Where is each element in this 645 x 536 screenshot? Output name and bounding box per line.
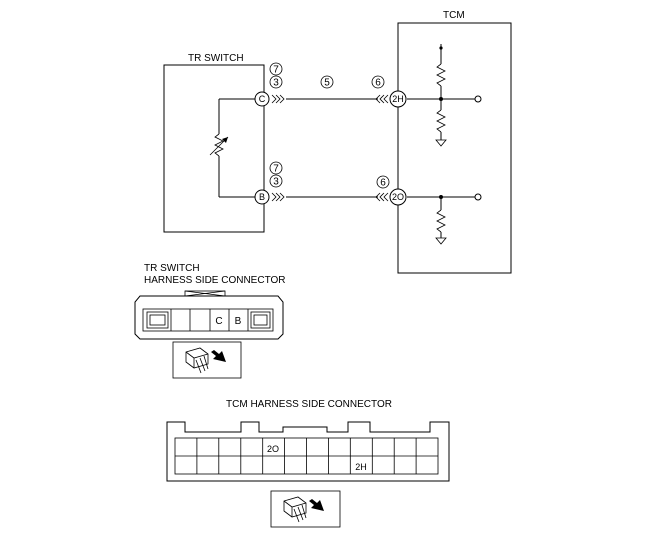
terminal-b: B bbox=[254, 189, 270, 205]
tr-switch-box bbox=[163, 64, 265, 233]
svg-text:6: 6 bbox=[380, 178, 386, 189]
connector-view-icon bbox=[270, 490, 341, 528]
svg-text:2O: 2O bbox=[392, 192, 404, 202]
tr-connector-pin-c: C bbox=[215, 316, 222, 327]
tcm-connector bbox=[166, 421, 450, 482]
tcm-internal-circuit-2o bbox=[407, 193, 482, 245]
circled-number: 3 bbox=[269, 75, 283, 89]
svg-text:3: 3 bbox=[273, 177, 279, 188]
terminal-2h: 2H bbox=[389, 90, 407, 108]
svg-text:2H: 2H bbox=[392, 94, 404, 104]
svg-text:7: 7 bbox=[273, 164, 279, 175]
svg-text:3: 3 bbox=[273, 78, 279, 89]
svg-text:B: B bbox=[259, 192, 265, 202]
connector-chevron-icon bbox=[271, 192, 285, 202]
terminal-2o: 2O bbox=[389, 188, 407, 206]
tr-switch-connector bbox=[134, 290, 284, 340]
tcm-connector-pin-2h: 2H bbox=[355, 462, 367, 472]
connector-chevron-icon bbox=[375, 192, 389, 202]
tcm-connector-pin-2o: 2O bbox=[267, 444, 279, 454]
tcm-connector-label: TCM HARNESS SIDE CONNECTOR bbox=[226, 399, 392, 410]
tr-connector-pin-b: B bbox=[235, 316, 242, 327]
tcm-box bbox=[397, 22, 512, 274]
terminal-c: C bbox=[254, 91, 270, 107]
connector-view-icon bbox=[172, 341, 242, 379]
connector-chevron-icon bbox=[271, 94, 285, 104]
tcm-internal-circuit-2h bbox=[407, 44, 482, 147]
circled-number: 6 bbox=[371, 75, 385, 89]
connector-chevron-icon bbox=[375, 94, 389, 104]
circled-number: 7 bbox=[269, 62, 283, 76]
svg-text:6: 6 bbox=[375, 78, 381, 89]
tcm-label: TCM bbox=[443, 10, 465, 21]
circled-number: 5 bbox=[320, 75, 334, 89]
svg-text:5: 5 bbox=[324, 78, 330, 89]
circled-number: 6 bbox=[376, 175, 390, 189]
svg-text:C: C bbox=[259, 94, 266, 104]
tr-connector-label-line2: HARNESS SIDE CONNECTOR bbox=[144, 275, 286, 286]
circled-number: 7 bbox=[269, 161, 283, 175]
circled-number: 3 bbox=[269, 174, 283, 188]
svg-text:7: 7 bbox=[273, 65, 279, 76]
tr-switch-label: TR SWITCH bbox=[188, 53, 244, 64]
tr-connector-label-line1: TR SWITCH bbox=[144, 263, 200, 274]
variable-resistor-icon bbox=[209, 98, 255, 198]
